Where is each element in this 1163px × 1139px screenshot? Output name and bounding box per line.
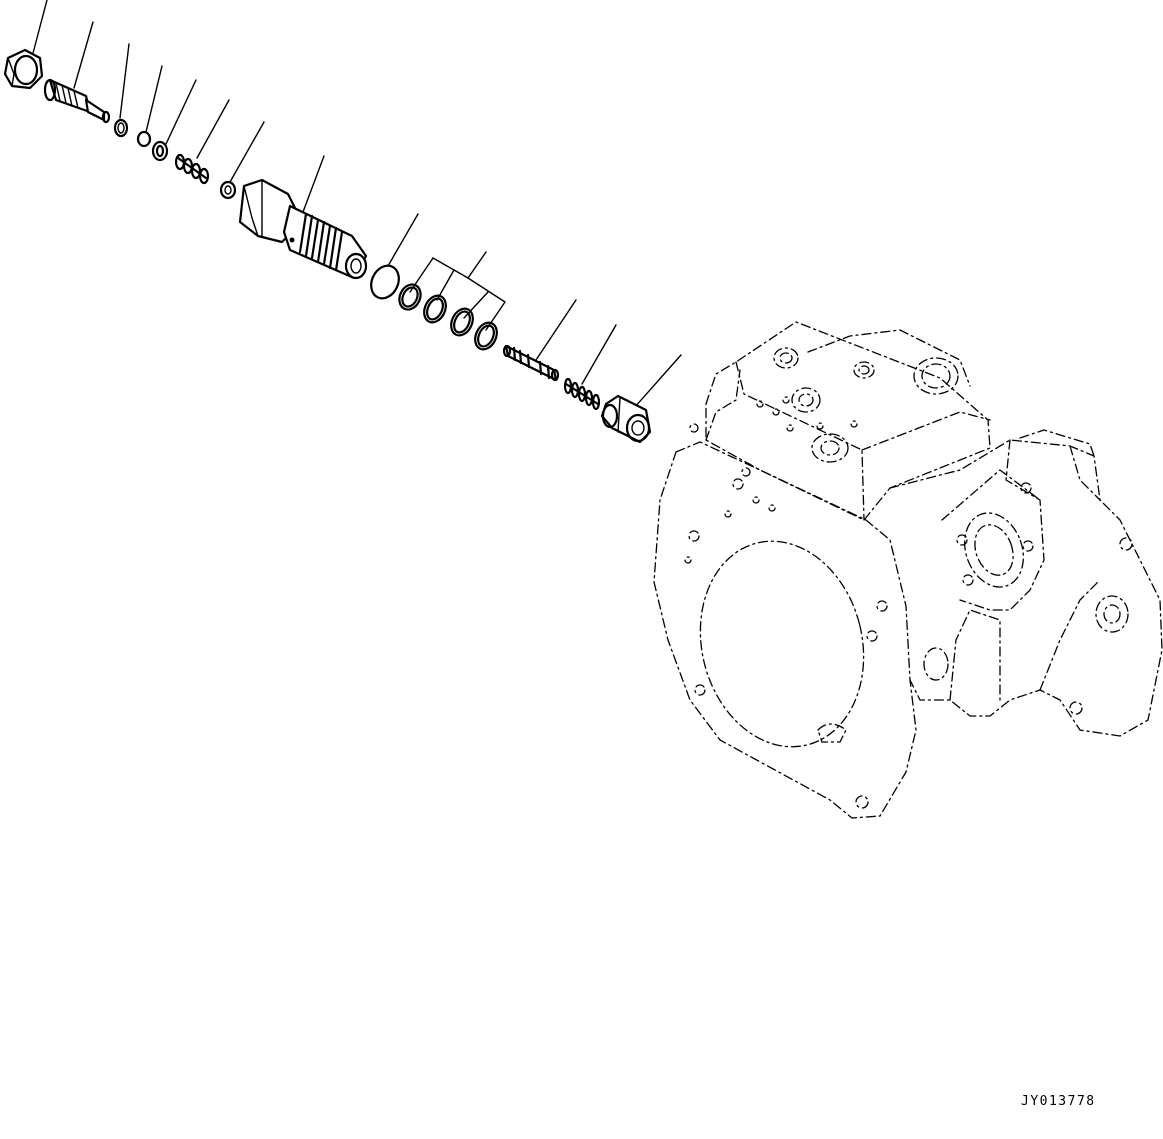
o-ring-small-part: [136, 130, 152, 148]
o-ring-set-part: [398, 283, 498, 351]
adjusting-screw-part: [43, 78, 111, 124]
washer-part: [151, 140, 169, 162]
large-o-ring-part: [370, 264, 400, 300]
small-ring-part: [113, 118, 129, 138]
spool-part: [502, 344, 560, 382]
hex-nut-part: [3, 48, 44, 90]
small-nut-part: [219, 180, 237, 200]
leader-lines: [31, 0, 682, 409]
valve-sleeve-part: [238, 178, 368, 280]
plug-part: [600, 394, 652, 444]
drawing-reference-code: JY013778: [1021, 1094, 1096, 1109]
spring-part: [563, 377, 601, 411]
small-spring-part: [174, 153, 210, 185]
pump-housing-outline: [653, 321, 1163, 819]
